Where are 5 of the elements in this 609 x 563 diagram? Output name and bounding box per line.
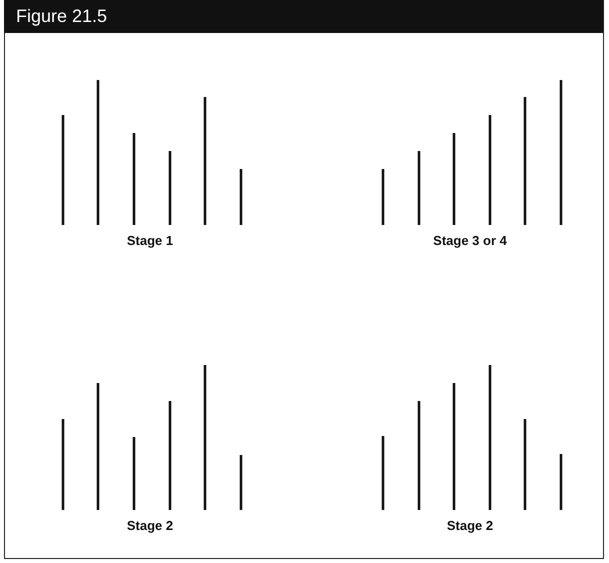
stage-label: Stage 2 — [126, 518, 174, 533]
figure-title: Figure 21.5 — [4, 0, 603, 33]
stage-label: Stage 3 or 4 — [433, 233, 507, 248]
stage-label: Stage 1 — [126, 233, 174, 248]
stage-label: Stage 2 — [446, 518, 494, 533]
